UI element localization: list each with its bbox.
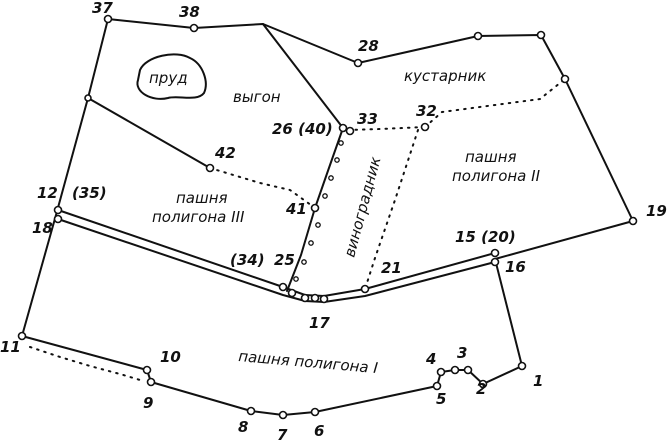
survey-point-32 — [420, 122, 430, 132]
point-label-18: 18 — [32, 219, 53, 237]
survey-point — [84, 94, 92, 102]
dotted-line-33-32 — [347, 126, 426, 131]
point-label-11: 11 — [0, 338, 21, 356]
survey-point-38 — [189, 23, 199, 33]
survey-point-11 — [17, 331, 27, 341]
point-label-6: 6 — [314, 422, 324, 440]
point-label-10: 10 — [160, 348, 181, 366]
survey-point-34 — [287, 288, 297, 298]
vineyard-label: виноградник — [340, 155, 384, 259]
pasture-label: выгон — [233, 88, 281, 106]
point-label-19: 19 — [646, 202, 667, 220]
point-label-26: 26 (40) — [272, 120, 333, 138]
dotted-line-42-41 — [209, 167, 316, 209]
survey-point-16 — [490, 257, 500, 267]
line-38-33 — [262, 23, 344, 129]
point-label-17: 17 — [309, 314, 330, 332]
point-label-5: 5 — [436, 390, 446, 408]
point-label-38: 38 — [179, 3, 200, 21]
survey-point-9 — [146, 377, 156, 387]
point-label-41: 41 — [285, 200, 307, 218]
shrubs-label: кустарник — [404, 67, 486, 85]
survey-point-10 — [142, 365, 152, 375]
point-label-25: 25 — [274, 251, 295, 269]
survey-point-5 — [432, 381, 442, 391]
survey-point — [536, 30, 546, 40]
pond-outline — [136, 53, 207, 100]
point-label-33: 33 — [357, 110, 378, 128]
survey-point-33 — [345, 126, 355, 136]
point-label-37: 37 — [92, 0, 113, 17]
dotted-line-vineyard-right — [364, 129, 419, 290]
vineyard-marker — [308, 240, 314, 246]
point-label-12: 12 — [37, 184, 58, 202]
point-label-16: 16 — [505, 258, 526, 276]
pasture-boundary-line — [87, 97, 211, 169]
vineyard-marker — [315, 222, 321, 228]
survey-point-42 — [205, 163, 215, 173]
survey-point-17 — [310, 293, 320, 303]
vineyard-marker — [334, 157, 340, 163]
polygon-3-label-line2: полигона III — [152, 208, 245, 226]
vineyard-marker — [322, 193, 328, 199]
point-label-35: (35) — [72, 184, 107, 202]
survey-point-12 — [53, 205, 63, 215]
survey-point-17b — [319, 294, 329, 304]
survey-point-37 — [103, 14, 113, 24]
point-label-3: 3 — [457, 344, 467, 362]
survey-point-3a — [463, 365, 473, 375]
point-label-7: 7 — [277, 426, 288, 442]
vineyard-marker — [328, 175, 334, 181]
polygon-3-label-line1: пашня — [176, 189, 228, 207]
survey-point-3 — [450, 365, 460, 375]
survey-point-28 — [353, 58, 363, 68]
vineyard-marker — [301, 259, 307, 265]
polygon-2-label-line1: пашня — [465, 148, 517, 166]
survey-point-41 — [310, 203, 320, 213]
point-label-8: 8 — [238, 418, 248, 436]
survey-point-6 — [310, 407, 320, 417]
polygon-2-label-line2: полигона II — [452, 167, 541, 185]
point-label-32: 32 — [416, 102, 437, 120]
survey-point-25 — [278, 282, 288, 292]
survey-point-18 — [53, 214, 63, 224]
point-label-4: 4 — [425, 350, 436, 368]
point-label-42: 42 — [214, 144, 236, 162]
point-label-15: 15 (20) — [455, 228, 516, 246]
polygon-1-label: пашня полигона I — [238, 347, 380, 377]
survey-point — [560, 74, 570, 84]
survey-point-8 — [246, 406, 256, 416]
survey-point-7 — [278, 410, 288, 420]
point-label-2: 2 — [476, 380, 486, 398]
dotted-line-32-shrubs — [424, 78, 566, 128]
survey-point — [473, 31, 483, 41]
survey-point-1 — [517, 361, 527, 371]
survey-point-2 — [478, 379, 488, 389]
survey-point-4 — [436, 367, 446, 377]
vineyard-marker — [293, 276, 299, 282]
pond-label: пруд — [149, 69, 188, 87]
survey-point-15 — [490, 248, 500, 258]
outer-boundary-line — [21, 18, 634, 416]
point-label-1: 1 — [533, 372, 543, 390]
point-label-9: 9 — [143, 394, 153, 412]
survey-point-21 — [360, 284, 370, 294]
survey-point-17a — [300, 293, 310, 303]
point-label-28: 28 — [358, 37, 379, 55]
point-label-34: (34) — [230, 251, 265, 269]
point-label-21: 21 — [381, 259, 402, 277]
survey-point-19 — [628, 216, 638, 226]
vineyard-marker — [338, 140, 344, 146]
survey-point-26 — [338, 123, 348, 133]
